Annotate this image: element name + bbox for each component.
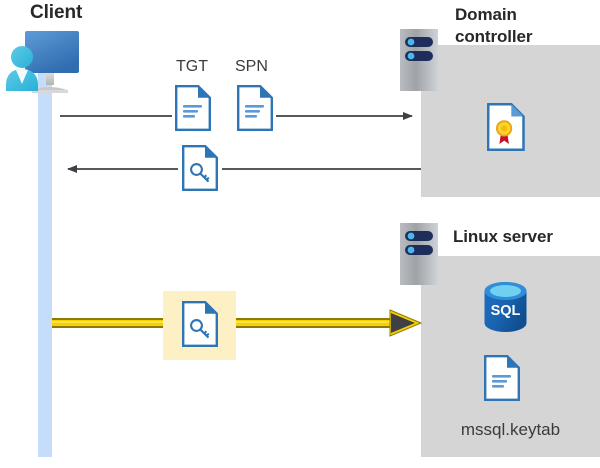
tgt-document-icon	[175, 85, 211, 131]
sql-database-icon: SQL	[483, 281, 528, 333]
domain-controller-label-line2: controller	[455, 27, 533, 46]
arrow-segment-client-to-keydoc-yellow	[52, 318, 167, 328]
linux-server-label: Linux server	[453, 227, 553, 246]
user-monitor-icon	[6, 26, 98, 99]
client-lifeline	[38, 72, 52, 457]
domain-controller-label: Domain controller	[455, 4, 595, 48]
client-label: Client	[30, 2, 83, 23]
arrow-segment-keydoc-to-linux-yellow	[232, 309, 423, 337]
linux-ticket-key-document-icon	[182, 301, 218, 347]
keytab-document-icon	[484, 355, 520, 401]
spn-caption: SPN	[235, 58, 268, 75]
sql-icon-text: SQL	[491, 303, 521, 319]
service-ticket-key-document-icon	[182, 145, 218, 191]
domain-controller-server-icon	[400, 29, 438, 91]
spn-document-icon	[237, 85, 273, 131]
domain-controller-label-line1: Domain	[455, 5, 517, 24]
keytab-filename-label: mssql.keytab	[460, 420, 561, 439]
certificate-document-icon	[486, 103, 525, 151]
tgt-caption: TGT	[176, 58, 208, 75]
linux-server-server-icon	[400, 223, 438, 285]
